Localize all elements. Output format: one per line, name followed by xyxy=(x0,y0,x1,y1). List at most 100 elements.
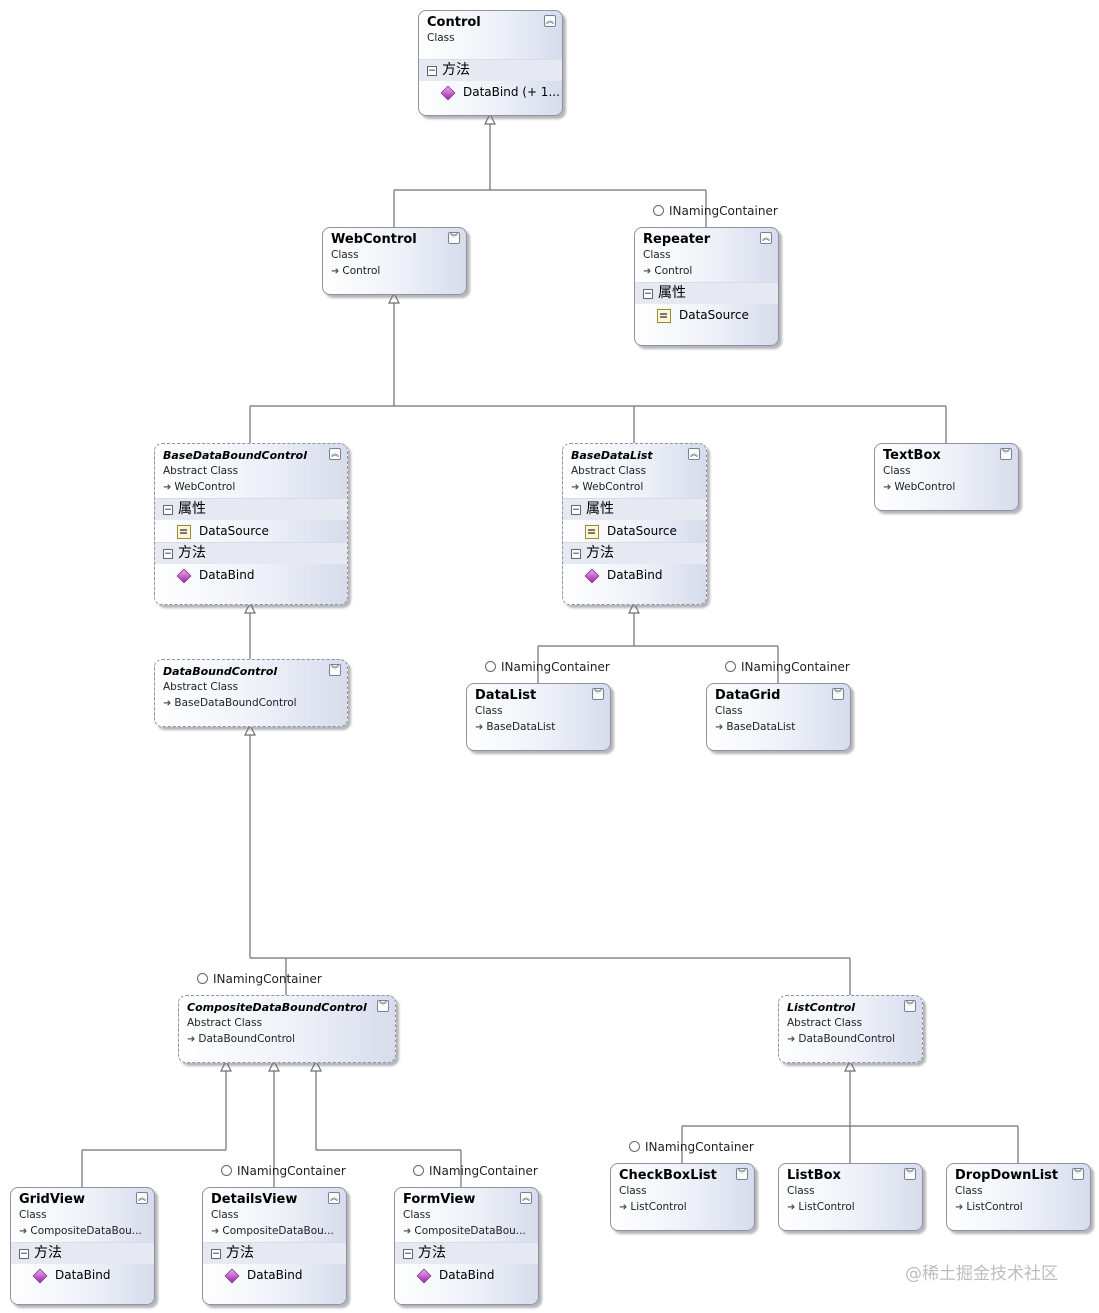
collapse-icon[interactable]: ︽ xyxy=(520,1192,532,1204)
properties-section[interactable]: −属性 xyxy=(635,282,778,304)
class-kind: Abstract Class xyxy=(163,465,239,477)
expand-icon[interactable]: ︾ xyxy=(592,688,604,700)
class-name: DataGrid xyxy=(715,688,781,703)
methods-section[interactable]: −方法 xyxy=(11,1242,154,1264)
base-class: ➜ListControl xyxy=(955,1199,1082,1216)
expand-icon[interactable]: ︾ xyxy=(904,1168,916,1180)
member-property[interactable]: DataSource xyxy=(635,304,778,326)
collapse-icon[interactable]: ︽ xyxy=(328,1192,340,1204)
class-name: BaseDataBoundControl xyxy=(163,449,307,462)
class-kind: Class xyxy=(955,1185,983,1197)
base-class-label: Control xyxy=(654,265,693,277)
member-method[interactable]: DataBind xyxy=(11,1264,154,1286)
collapse-icon[interactable]: ︽ xyxy=(688,448,700,460)
base-class-label: DataBoundControl xyxy=(798,1033,896,1045)
class-name: DataBoundControl xyxy=(163,665,278,678)
inherit-arrow-icon: ➜ xyxy=(571,482,580,493)
expand-icon[interactable]: ︾ xyxy=(448,232,460,244)
property-icon xyxy=(177,525,191,539)
base-class-label: BaseDataList xyxy=(486,721,556,733)
section-label: 属性 xyxy=(178,501,206,517)
method-icon xyxy=(176,568,192,584)
class-kind: Abstract Class xyxy=(163,681,239,693)
base-class-label: ListControl xyxy=(630,1201,687,1213)
minus-icon: − xyxy=(643,289,653,299)
property-icon xyxy=(585,525,599,539)
properties-section[interactable]: −属性 xyxy=(563,498,706,520)
section-label: 方法 xyxy=(226,1245,254,1261)
base-class: ➜CompositeDataBou... xyxy=(403,1223,530,1240)
member-method[interactable]: DataBind xyxy=(563,564,706,586)
member-method[interactable]: DataBind (+ 1... xyxy=(419,81,562,103)
interface-icon xyxy=(629,1141,640,1152)
member-label: DataBind xyxy=(439,1268,495,1282)
methods-section[interactable]: −方法 xyxy=(155,542,347,564)
methods-section[interactable]: −方法 xyxy=(395,1242,538,1264)
method-icon xyxy=(416,1268,432,1284)
class-kind: Class xyxy=(211,1209,239,1221)
expand-icon[interactable]: ︾ xyxy=(736,1168,748,1180)
expand-icon[interactable]: ︾ xyxy=(904,1000,916,1012)
inherit-arrow-icon: ➜ xyxy=(955,1202,964,1213)
interface-icon xyxy=(485,661,496,672)
collapse-icon[interactable]: ︽ xyxy=(136,1192,148,1204)
base-class: ➜Control xyxy=(331,263,458,280)
base-class: ➜WebControl xyxy=(571,479,698,496)
expand-icon[interactable]: ︾ xyxy=(329,664,341,676)
methods-section[interactable]: −方法 xyxy=(563,542,706,564)
methods-section[interactable]: −方法 xyxy=(203,1242,346,1264)
member-label: DataBind xyxy=(607,568,663,582)
base-class-label: Control xyxy=(342,265,381,277)
base-class: ➜WebControl xyxy=(163,479,339,496)
inherit-arrow-icon: ➜ xyxy=(475,722,484,733)
member-label: DataBind xyxy=(55,1268,111,1282)
properties-section[interactable]: −属性 xyxy=(155,498,347,520)
collapse-icon[interactable]: ︽ xyxy=(760,232,772,244)
base-class-label: DataBoundControl xyxy=(198,1033,296,1045)
methods-section[interactable]: −方法 xyxy=(419,59,562,81)
class-kind: Class xyxy=(403,1209,431,1221)
member-property[interactable]: DataSource xyxy=(155,520,347,542)
base-class-label: ListControl xyxy=(966,1201,1023,1213)
class-name: TextBox xyxy=(883,448,941,463)
base-class: ➜CompositeDataBou... xyxy=(211,1223,338,1240)
expand-icon[interactable]: ︾ xyxy=(377,1000,389,1012)
member-method[interactable]: DataBind xyxy=(155,564,347,586)
expand-icon[interactable]: ︾ xyxy=(1072,1168,1084,1180)
collapse-icon[interactable]: ︽ xyxy=(329,448,341,460)
member-method[interactable]: DataBind xyxy=(203,1264,346,1286)
member-method[interactable]: DataBind xyxy=(395,1264,538,1286)
expand-icon[interactable]: ︾ xyxy=(1000,448,1012,460)
collapse-icon[interactable]: ︽ xyxy=(544,15,556,27)
member-property[interactable]: DataSource xyxy=(563,520,706,542)
expand-icon[interactable]: ︾ xyxy=(832,688,844,700)
class-name: DetailsView xyxy=(211,1192,298,1207)
minus-icon: − xyxy=(19,1249,29,1259)
base-class-label: CompositeDataBou... xyxy=(30,1225,142,1237)
class-kind: Abstract Class xyxy=(571,465,647,477)
interface-icon xyxy=(221,1165,232,1176)
inherit-arrow-icon: ➜ xyxy=(619,1202,628,1213)
